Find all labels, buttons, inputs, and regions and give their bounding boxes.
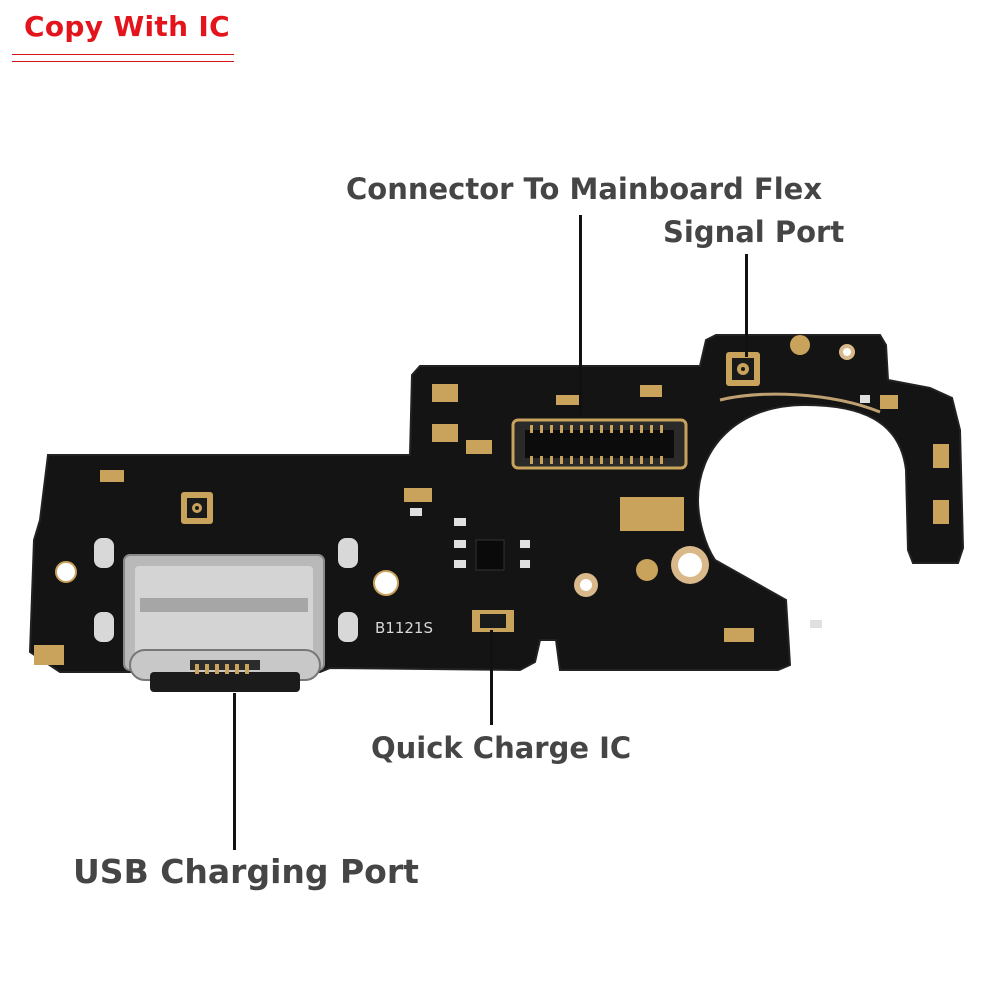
badge-underline-top (12, 54, 234, 55)
quick-charge-callout-line (490, 630, 493, 725)
connector-label: Connector To Mainboard Flex (346, 172, 823, 206)
copy-with-ic-badge: Copy With IC (24, 10, 230, 43)
mounting-hole (55, 561, 77, 583)
signal-port-secondary (181, 492, 213, 524)
connector-pins (530, 425, 663, 464)
quick-charge-ic (475, 539, 505, 571)
quick-charge-label: Quick Charge IC (371, 731, 632, 765)
usb-port-label: USB Charging Port (73, 852, 419, 891)
signal-port (726, 352, 760, 386)
signal-port-label: Signal Port (663, 215, 845, 249)
usb-callout-line (233, 693, 236, 850)
connector-callout-line (579, 215, 582, 415)
gold-shield-pad (620, 497, 684, 531)
smd-components (34, 384, 949, 665)
usb-type-c-port (123, 554, 325, 692)
badge-underline-bottom (12, 61, 234, 62)
board-silkscreen: B1121S (375, 619, 433, 637)
mounting-hole (373, 570, 399, 596)
signal-callout-line (745, 254, 748, 357)
